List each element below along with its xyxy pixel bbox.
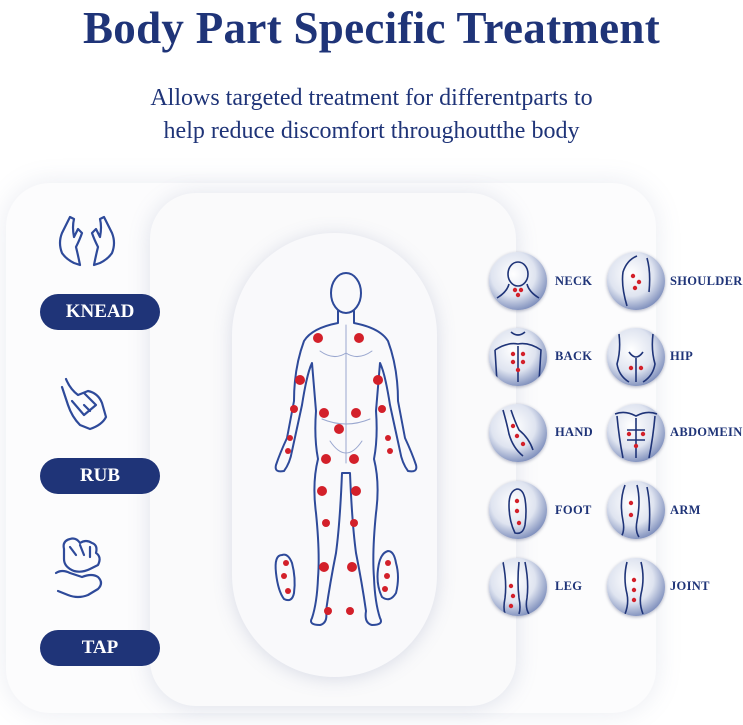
subtitle-line-2: help reduce discomfort throughoutthe bod… xyxy=(163,118,580,144)
arm-icon[interactable] xyxy=(607,481,665,539)
knead-button[interactable]: KNEAD xyxy=(40,294,160,330)
leg-label: LEG xyxy=(555,579,583,593)
joint-label: JOINT xyxy=(670,579,710,593)
abdomen-icon[interactable] xyxy=(607,404,665,462)
hand-icon[interactable] xyxy=(489,404,547,462)
hip-icon[interactable] xyxy=(607,328,665,386)
tapping-fist-icon xyxy=(54,537,103,599)
joint-icon[interactable] xyxy=(607,558,665,616)
hand-label: HAND xyxy=(555,425,594,439)
abdomen-label: ABDOMEIN xyxy=(670,425,743,439)
page-subtitle: Allows targeted treatment for differentp… xyxy=(0,82,743,148)
back-icon[interactable] xyxy=(489,328,547,386)
shoulder-label: SHOULDER xyxy=(670,274,743,288)
tap-button[interactable]: TAP xyxy=(40,630,160,666)
arm-label: ARM xyxy=(670,503,701,517)
shoulder-icon[interactable] xyxy=(607,252,665,310)
leg-icon[interactable] xyxy=(489,558,547,616)
subtitle-line-1: Allows targeted treatment for differentp… xyxy=(150,85,593,111)
neck-icon[interactable] xyxy=(489,252,547,310)
page-title: Body Part Specific Treatment xyxy=(82,3,661,53)
back-label: BACK xyxy=(555,349,593,363)
kneading-hands-icon xyxy=(58,215,116,267)
foot-icon[interactable] xyxy=(489,481,547,539)
neck-label: NECK xyxy=(555,274,593,288)
body-diagram xyxy=(274,272,418,626)
foot-label: FOOT xyxy=(555,503,592,517)
hip-label: HIP xyxy=(670,349,694,363)
rubbing-hand-icon xyxy=(60,377,108,431)
rub-button[interactable]: RUB xyxy=(40,458,160,494)
